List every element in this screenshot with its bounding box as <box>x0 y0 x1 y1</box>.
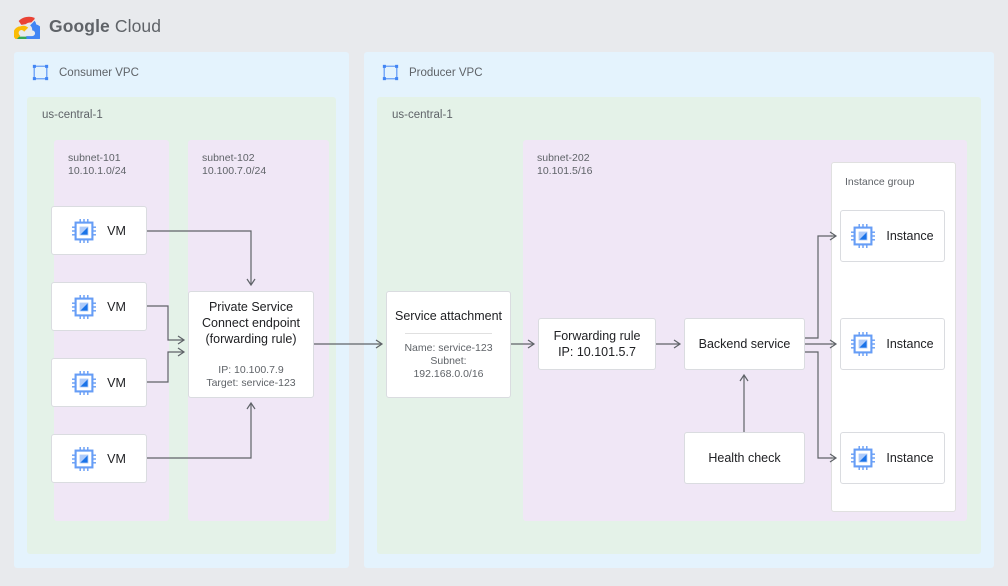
vm-node-1-content: VM <box>72 218 126 243</box>
producer-vpc-title: Producer VPC <box>409 66 483 79</box>
vm-node-1-label: VM <box>107 223 126 238</box>
instance-node-3[interactable]: Instance <box>840 432 945 484</box>
backend-service-node[interactable]: Backend service <box>684 318 805 370</box>
psc-endpoint-details: IP: 10.100.7.9 Target: service-123 <box>206 364 296 389</box>
instance-node-2[interactable]: Instance <box>840 318 945 370</box>
consumer-vpc-title: Consumer VPC <box>59 66 139 79</box>
service-attachment-card[interactable]: Service attachment Name: service-123 Sub… <box>386 291 511 398</box>
subnet-101-name: subnet-101 <box>68 152 121 164</box>
vm-node-4[interactable]: VM <box>51 434 147 483</box>
card-divider <box>405 333 492 334</box>
instance-node-1-label: Instance <box>886 229 934 243</box>
consumer-vpc-header: Consumer VPC <box>32 64 139 81</box>
subnet-202-name: subnet-202 <box>537 152 590 164</box>
forwarding-rule-label: Forwarding rule IP: 10.101.5.7 <box>553 329 641 359</box>
instance-group-label: Instance group <box>845 176 915 188</box>
vm-node-4-content: VM <box>72 446 126 471</box>
service-attachment-title: Service attachment <box>395 309 502 323</box>
vpc-icon <box>382 64 399 81</box>
vm-node-3-content: VM <box>72 370 126 395</box>
psc-endpoint-card[interactable]: Private Service Connect endpoint (forwar… <box>188 291 314 398</box>
vm-node-3-label: VM <box>107 375 126 390</box>
chip-icon <box>851 332 876 356</box>
brand-header: Google Cloud <box>14 12 161 40</box>
vm-node-1[interactable]: VM <box>51 206 147 255</box>
instance-node-3-content: Instance <box>851 446 934 470</box>
instance-node-1[interactable]: Instance <box>840 210 945 262</box>
vm-node-2-content: VM <box>72 294 126 319</box>
forwarding-rule-node[interactable]: Forwarding rule IP: 10.101.5.7 <box>538 318 656 370</box>
consumer-region-label: us-central-1 <box>42 109 103 121</box>
backend-service-label: Backend service <box>698 337 791 351</box>
vm-node-2-label: VM <box>107 299 126 314</box>
vm-node-4-label: VM <box>107 451 126 466</box>
health-check-node[interactable]: Health check <box>684 432 805 484</box>
subnet-102-cidr: 10.100.7.0/24 <box>202 165 267 177</box>
producer-vpc-header: Producer VPC <box>382 64 483 81</box>
instance-node-1-content: Instance <box>851 224 934 248</box>
brand-cloud: Cloud <box>114 15 162 36</box>
brand-text: Google Cloud <box>49 16 161 37</box>
chip-icon <box>851 224 876 248</box>
vpc-icon <box>32 64 49 81</box>
instance-node-2-content: Instance <box>851 332 934 356</box>
chip-icon <box>72 446 97 471</box>
chip-icon <box>72 218 97 243</box>
chip-icon <box>72 294 97 319</box>
chip-icon <box>851 446 876 470</box>
psc-endpoint-title: Private Service Connect endpoint (forwar… <box>202 300 300 346</box>
subnet-202-cidr: 10.101.5/16 <box>537 165 593 177</box>
instance-node-3-label: Instance <box>886 451 934 465</box>
subnet-101-cidr: 10.10.1.0/24 <box>68 165 127 177</box>
instance-node-2-label: Instance <box>886 337 934 351</box>
chip-icon <box>72 370 97 395</box>
health-check-label: Health check <box>708 451 781 465</box>
brand-google: Google <box>49 15 110 36</box>
google-cloud-logo-icon <box>14 16 40 39</box>
service-attachment-details: Name: service-123 Subnet: 192.168.0.0/16 <box>404 342 493 380</box>
subnet-102-name: subnet-102 <box>202 152 255 164</box>
vm-node-2[interactable]: VM <box>51 282 147 331</box>
producer-region-label: us-central-1 <box>392 109 453 121</box>
vm-node-3[interactable]: VM <box>51 358 147 407</box>
